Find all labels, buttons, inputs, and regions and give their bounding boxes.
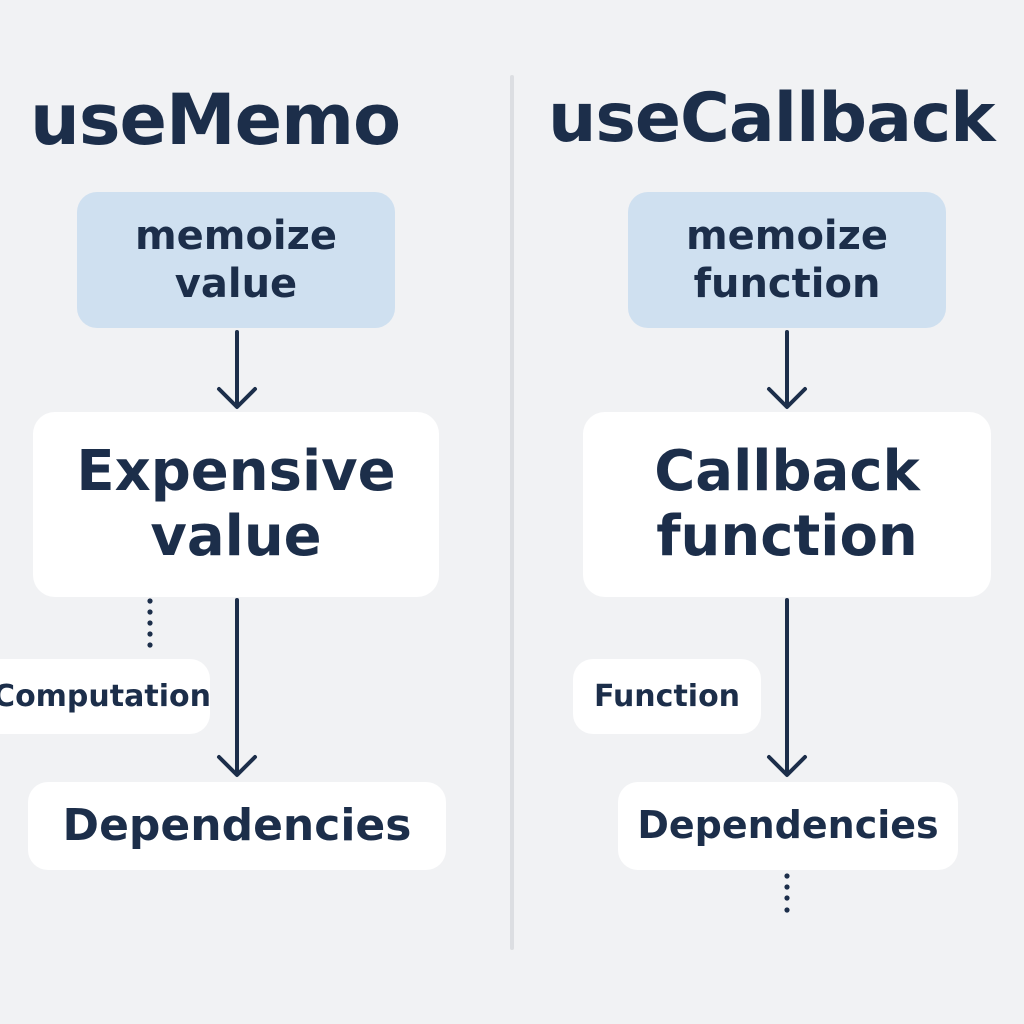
tag-line-2: function (693, 261, 881, 307)
main-line-2: function (656, 503, 918, 569)
dependencies-box-left: Dependencies (28, 782, 446, 870)
side-label: Computation (0, 678, 211, 714)
arrowhead-right-top-icon (767, 387, 807, 409)
function-box: Function (573, 659, 761, 734)
title-usememo: useMemo (30, 79, 401, 161)
dotted-connector-right-icon (784, 873, 790, 913)
title-usecallback: useCallback (548, 79, 996, 158)
memoize-value-tag: memoize value (77, 192, 395, 328)
dotted-connector-left-icon (147, 598, 153, 648)
main-line-1: Callback (654, 439, 920, 505)
arrowhead-right-bottom-icon (767, 755, 807, 777)
dependencies-box-right: Dependencies (618, 782, 958, 870)
tag-line-1: memoize (134, 213, 338, 259)
bottom-label: Dependencies (62, 799, 412, 851)
arrowhead-left-top-icon (217, 387, 257, 409)
main-line-1: Expensive (76, 439, 396, 505)
tag-line-1: memoize (685, 213, 889, 259)
expensive-value-box: Expensive value (33, 412, 439, 597)
computation-box: Computation (0, 659, 211, 734)
tag-line-2: value (174, 261, 298, 307)
callback-function-box: Callback function (583, 412, 991, 597)
main-line-2: value (150, 503, 322, 569)
memoize-function-tag: memoize function (628, 192, 946, 328)
arrowhead-left-bottom-icon (217, 755, 257, 777)
bottom-label: Dependencies (637, 803, 939, 848)
column-divider (510, 75, 514, 950)
side-label: Function (593, 678, 741, 714)
